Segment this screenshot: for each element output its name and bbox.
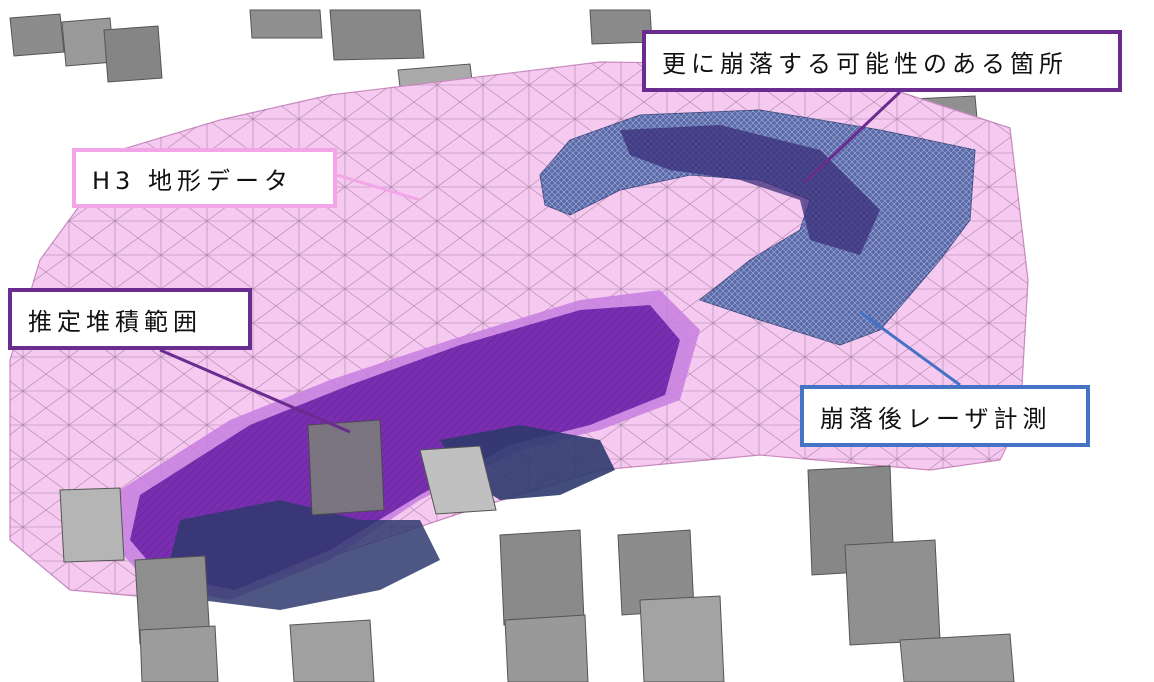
building-group-front bbox=[59, 419, 1015, 682]
callout-estimated-deposit: 推定堆積範囲 bbox=[8, 288, 252, 350]
leader-h3 bbox=[336, 173, 421, 202]
collapse-risk-zone bbox=[620, 125, 880, 255]
leader-deposit bbox=[159, 348, 351, 434]
callout-laser-survey: 崩落後レーザ計測 bbox=[800, 385, 1090, 447]
callout-h3-terrain: H3 地形データ bbox=[72, 148, 337, 208]
leader-collapse bbox=[803, 90, 902, 184]
callout-collapse-risk: 更に崩落する可能性のある箇所 bbox=[642, 30, 1122, 92]
leader-laser bbox=[859, 310, 961, 387]
